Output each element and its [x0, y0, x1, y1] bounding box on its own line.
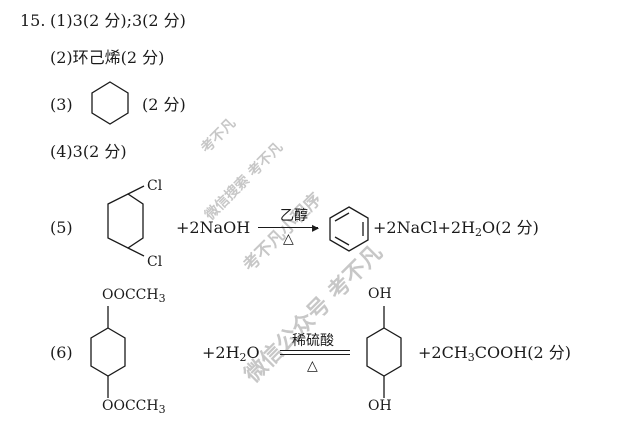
reagent-water: +2H2O [202, 343, 260, 364]
chlorine-bottom: Cl [147, 254, 163, 270]
answer-part-5-label: (5) [50, 218, 73, 237]
question-number: 15. [20, 11, 46, 30]
cyclohexane-ring-3 [91, 81, 129, 125]
substituent-top: OOCCH3 [102, 287, 166, 305]
watermark-small: 考不凡 [198, 115, 240, 157]
reaction-arrow-5 [258, 227, 318, 228]
answer-part-2: (2)环己烯(2 分) [50, 48, 165, 67]
arrow-head-5: ▸ [312, 220, 320, 236]
condition-heat-5: △ [283, 231, 294, 247]
equilibrium-arrow-bottom [280, 354, 350, 355]
answer-part-3-score: (2 分) [142, 95, 186, 114]
answer-part-3-label: (3) [50, 95, 73, 114]
products-5: +2NaCl+2H2O(2 分) [373, 218, 539, 239]
chlorine-top: Cl [147, 178, 163, 194]
dichlorocyclohexane-ring [107, 185, 145, 257]
hydroxyl-top: OH [368, 286, 392, 302]
answer-part-6-label: (6) [50, 343, 73, 362]
answer-part-1: (1)3(2 分);3(2 分) [50, 11, 186, 30]
products-6: +2CH3COOH(2 分) [418, 343, 571, 364]
equilibrium-arrow-top [280, 350, 350, 351]
condition-heat-6: △ [307, 358, 318, 374]
condition-dilute-h2so4: 稀硫酸 [292, 333, 334, 349]
hydroxyl-bottom: OH [368, 398, 392, 414]
substituent-bottom: OOCCH3 [102, 398, 166, 416]
reagent-naoh: +2NaOH [176, 218, 251, 237]
benzene-ring [329, 206, 369, 252]
condition-ethanol: 乙醇 [280, 208, 308, 224]
diacetoxycyclohexane-ring [90, 306, 126, 398]
answer-part-4: (4)3(2 分) [50, 142, 127, 161]
cyclohexanediol-ring [366, 306, 402, 398]
